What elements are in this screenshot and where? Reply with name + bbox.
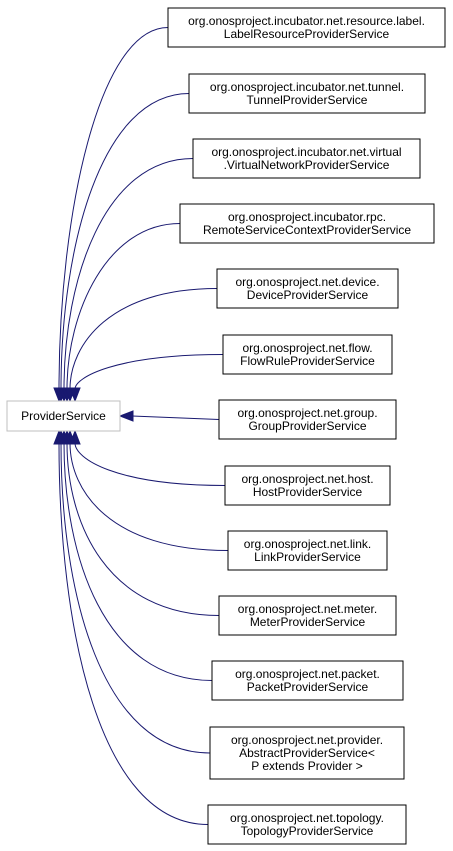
class-node[interactable]: org.onosproject.net.host.HostProviderSer… bbox=[224, 465, 391, 506]
inheritance-edge bbox=[66, 223, 181, 390]
class-node-label-line: P extends Provider > bbox=[251, 759, 363, 773]
class-node-label-line: org.onosproject.net.group. bbox=[237, 406, 377, 420]
class-node-label-line: FlowRuleProviderService bbox=[240, 354, 375, 368]
class-node-label-line: LinkProviderService bbox=[254, 550, 361, 564]
inheritance-edge bbox=[60, 93, 190, 390]
class-node[interactable]: org.onosproject.net.packet.PacketProvide… bbox=[211, 660, 404, 701]
inheritance-edge bbox=[60, 442, 211, 754]
class-node-label-line: org.onosproject.net.device. bbox=[235, 275, 379, 289]
class-node-label-line: RemoteServiceContextProviderService bbox=[203, 223, 411, 237]
class-node-label-line: PacketProviderService bbox=[247, 680, 369, 694]
class-node-label-line: TopologyProviderService bbox=[241, 824, 374, 838]
inheritance-edge bbox=[69, 288, 218, 390]
class-node-label-line: MeterProviderService bbox=[250, 615, 366, 629]
class-node-label-line: org.onosproject.incubator.net.tunnel. bbox=[210, 80, 404, 94]
class-node-label-line: org.onosproject.net.meter. bbox=[238, 602, 377, 616]
inheritance-edge bbox=[74, 354, 224, 390]
class-node[interactable]: org.onosproject.net.device.DeviceProvide… bbox=[216, 268, 399, 309]
class-node-label-line: AbstractProviderService< bbox=[239, 746, 375, 760]
root-node-label: ProviderService bbox=[21, 409, 106, 423]
class-node-label-line: org.onosproject.net.provider. bbox=[231, 733, 383, 747]
class-node[interactable]: org.onosproject.net.meter.MeterProviderS… bbox=[218, 595, 397, 636]
class-node-label-line: TunnelProviderService bbox=[247, 93, 368, 107]
inheritance-arrowhead bbox=[53, 429, 65, 445]
class-node-label-line: DeviceProviderService bbox=[247, 288, 369, 302]
inheritance-edge bbox=[63, 158, 194, 390]
class-node-label-line: GroupProviderService bbox=[248, 419, 366, 433]
class-node[interactable]: org.onosproject.net.link.LinkProviderSer… bbox=[227, 530, 388, 571]
class-node[interactable]: org.onosproject.incubator.net.virtual.Vi… bbox=[192, 138, 421, 179]
class-node[interactable]: org.onosproject.incubator.net.tunnel.Tun… bbox=[188, 73, 426, 114]
class-node[interactable]: org.onosproject.net.provider.AbstractPro… bbox=[209, 726, 405, 780]
inheritance-edge bbox=[63, 442, 213, 681]
class-node[interactable]: org.onosproject.incubator.rpc.RemoteServ… bbox=[179, 203, 435, 244]
inheritance-edge bbox=[74, 442, 226, 486]
class-node-label-line: org.onosproject.net.host. bbox=[241, 472, 373, 486]
inheritance-arrowhead bbox=[69, 387, 81, 403]
class-node-label-line: org.onosproject.incubator.rpc. bbox=[228, 210, 386, 224]
class-node[interactable]: org.onosproject.net.topology.TopologyPro… bbox=[207, 804, 407, 845]
class-node-label-line: org.onosproject.net.link. bbox=[244, 537, 371, 551]
class-node-label-line: .VirtualNetworkProviderService bbox=[224, 158, 390, 172]
class-node-label-line: org.onosproject.net.topology. bbox=[230, 811, 384, 825]
inheritance-edges bbox=[53, 27, 229, 825]
inheritance-edge bbox=[66, 442, 220, 616]
class-node-label-line: org.onosproject.net.flow. bbox=[242, 341, 372, 355]
class-node-label-line: LabelResourceProviderService bbox=[224, 27, 390, 41]
class-node-label-line: org.onosproject.net.packet. bbox=[235, 667, 380, 681]
inheritance-edge bbox=[58, 442, 209, 825]
class-node-label-line: HostProviderService bbox=[253, 485, 363, 499]
class-node-label-line: org.onosproject.incubator.net.resource.l… bbox=[188, 14, 425, 28]
inheritance-arrowhead bbox=[118, 410, 134, 422]
inheritance-edge bbox=[131, 415, 220, 420]
class-node[interactable]: org.onosproject.incubator.net.resource.l… bbox=[167, 7, 446, 48]
inheritance-edge bbox=[58, 27, 169, 390]
class-node[interactable]: org.onosproject.net.flow.FlowRuleProvide… bbox=[222, 334, 393, 375]
class-node[interactable]: org.onosproject.net.group.GroupProviderS… bbox=[218, 399, 397, 440]
class-node-label-line: org.onosproject.incubator.net.virtual bbox=[211, 145, 401, 159]
inheritance-edge bbox=[69, 442, 229, 551]
root-node-provider-service[interactable]: ProviderService bbox=[6, 400, 121, 432]
subclass-nodes: org.onosproject.incubator.net.resource.l… bbox=[167, 7, 446, 845]
